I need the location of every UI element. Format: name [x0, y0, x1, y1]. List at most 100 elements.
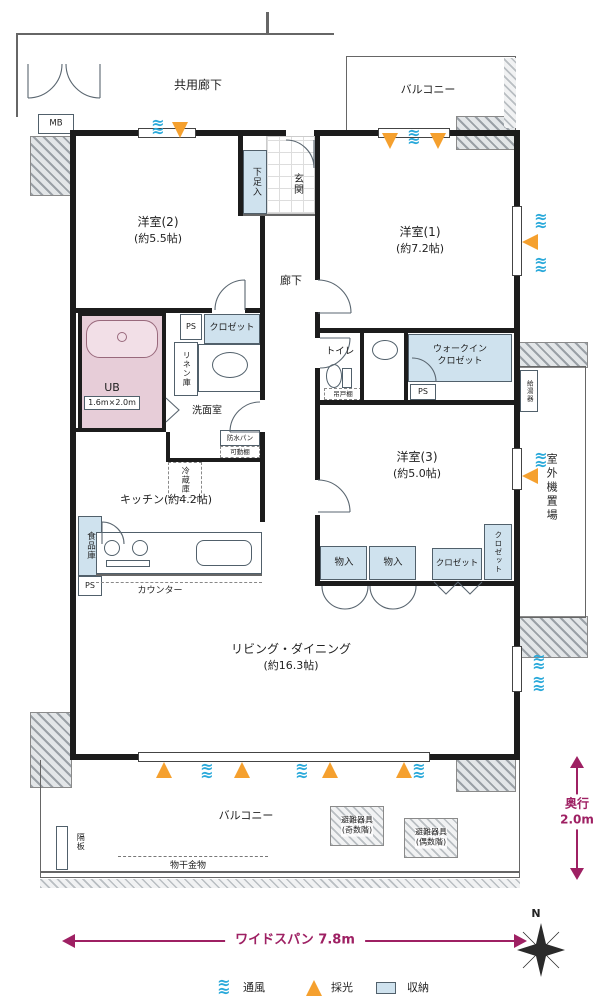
wall: [315, 136, 320, 280]
wall: [238, 136, 243, 216]
closet-room3-side-box: [484, 524, 512, 580]
building-edge-tick: [266, 12, 269, 33]
balcony-bottom-rail: [40, 760, 520, 878]
washroom-label: 洗面室: [192, 405, 222, 417]
wall: [315, 515, 320, 545]
depth-arrow-line: [576, 764, 578, 876]
fridge-box: [168, 462, 202, 498]
legend-ventilation-icon: [211, 979, 237, 997]
ps-box-1: [180, 314, 202, 340]
ventilation-icon: [194, 763, 220, 781]
wall: [70, 428, 80, 432]
balcony-top-hatch: [504, 58, 516, 128]
room3-name-label: 洋室(3): [396, 450, 438, 465]
evacuation-hatch-odd: [330, 806, 384, 846]
legend-ventilation-label: 通風: [243, 980, 265, 994]
wall: [315, 400, 520, 405]
legend-storage-label: 収納: [407, 980, 429, 994]
pillar-hatch: [30, 136, 72, 196]
linen-box: [174, 342, 198, 396]
span-arrow-line: [74, 940, 514, 942]
closet-room2-box: [204, 314, 260, 344]
laundry-hardware-line: [118, 856, 268, 857]
closet-room3-box: [432, 548, 482, 580]
room2-door-icon: [214, 279, 246, 311]
wall: [315, 581, 520, 586]
water-heater-box: [520, 370, 538, 412]
wall: [315, 312, 320, 338]
shoe-box: [243, 150, 267, 214]
ventilation-icon: [406, 763, 432, 781]
ps-box-2: [410, 384, 436, 400]
depth-arrow-down-icon: [570, 868, 584, 880]
balcony-partition: [56, 826, 68, 870]
hallway-label: 廊下: [280, 273, 302, 287]
stove-burner-icon: [104, 540, 120, 556]
daylight-icon: [522, 234, 538, 250]
living-size-label: (約16.3帖): [263, 658, 319, 672]
ps-box-3: [78, 576, 102, 596]
genkan-step-line: [240, 214, 317, 216]
wall: [245, 308, 262, 313]
counter-label: カウンター: [137, 586, 183, 597]
room3-door-icon: [317, 479, 351, 513]
evacuation-hatch-even: [404, 818, 458, 858]
washroom-door-icon: [229, 401, 261, 433]
entrance-double-door-icon: [27, 63, 101, 99]
toilet-bowl-icon: [326, 364, 342, 388]
window: [512, 448, 522, 490]
room1-name-label: 洋室(1): [399, 225, 441, 240]
ventilation-icon: [526, 676, 552, 694]
counter-front-line: [96, 574, 262, 576]
storage-double-door-icon: [369, 585, 417, 610]
depth-arrow-up-icon: [570, 756, 584, 768]
bath-folding-door-icon: [165, 397, 180, 423]
pillar-hatch: [456, 756, 516, 792]
daylight-icon: [156, 762, 172, 778]
legend-storage-icon: [376, 982, 396, 994]
kitchen-sink-icon: [196, 540, 252, 566]
meter-box: [38, 114, 74, 134]
legend-daylight-icon: [306, 980, 322, 996]
window: [512, 646, 522, 692]
span-arrow-left-icon: [62, 934, 75, 948]
room1-size-label: (約7.2帖): [395, 241, 445, 255]
unit-bath-size-box: [84, 396, 140, 410]
counter-overhang-line: [96, 582, 262, 583]
washbasin-icon: [212, 352, 248, 378]
ventilation-icon: [145, 119, 171, 137]
stove-grill-icon: [106, 560, 150, 567]
ventilation-icon: [289, 763, 315, 781]
stove-burner-icon: [132, 540, 148, 556]
wall: [404, 332, 408, 402]
wall: [360, 332, 364, 402]
outdoor-unit-rail: [516, 366, 586, 618]
wall: [70, 130, 76, 760]
window: [512, 206, 522, 276]
daylight-icon: [430, 133, 446, 149]
ventilation-icon: [401, 129, 427, 147]
storage-b-box: [369, 546, 416, 580]
span-arrow-right-icon: [514, 934, 527, 948]
window: [138, 752, 430, 762]
wall: [166, 458, 262, 462]
wic-box: [408, 334, 512, 382]
balcony-bottom-hatch: [40, 879, 520, 888]
room2-name-label: 洋室(2): [137, 215, 179, 230]
wall: [315, 545, 320, 581]
room3-size-label: (約5.0帖): [392, 466, 442, 480]
wall: [315, 368, 320, 405]
balcony-bottom-inner-rail: [40, 871, 520, 873]
powder-basin-icon: [372, 340, 398, 360]
ventilation-icon: [528, 213, 554, 231]
wall: [260, 216, 265, 400]
living-name-label: リビング・ダイニング: [230, 642, 352, 657]
genkan-tile-floor: [266, 136, 315, 214]
building-edge-line: [16, 33, 334, 35]
room1-door-icon: [317, 279, 352, 314]
waterproof-pan-box: [220, 430, 260, 446]
wall: [166, 432, 170, 460]
common-corridor-label: 共用廊下: [173, 78, 223, 93]
toilet-label: トイレ: [325, 345, 355, 357]
